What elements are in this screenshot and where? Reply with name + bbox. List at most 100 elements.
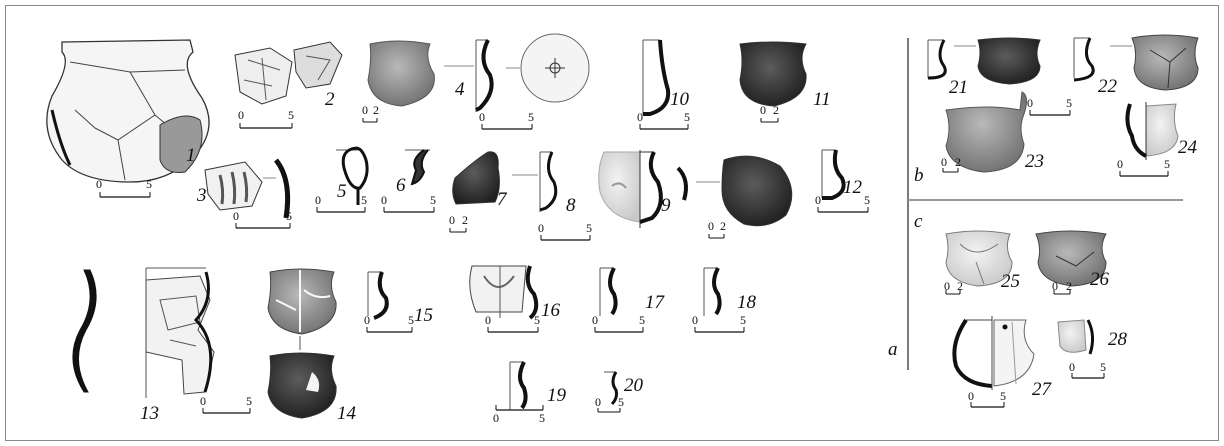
item-label-21: 21 (949, 77, 968, 98)
item-label-19: 19 (547, 385, 566, 406)
vessel-26-photo (1035, 230, 1107, 287)
scale-tick-two: 2 (955, 155, 961, 169)
item-label-12: 12 (843, 177, 862, 198)
vessel-20-profile (604, 371, 618, 406)
scale-tick-zero: 0 (449, 213, 455, 227)
scale-tick-five: 5 (361, 193, 367, 207)
vessel-9 (598, 150, 793, 228)
vessel-8-profile (512, 151, 558, 212)
scale-tick-two: 2 (773, 103, 779, 117)
vessel-2-fragments (234, 41, 343, 105)
item-label-3: 3 (197, 185, 207, 206)
scale-tick-zero: 0 (968, 389, 974, 403)
scale-tick-five: 5 (618, 395, 624, 409)
vessel-27 (952, 316, 1035, 390)
item-label-22: 22 (1098, 76, 1117, 97)
section-label-b: b (914, 165, 924, 186)
scale-tick-two: 2 (1066, 279, 1072, 293)
item-label-26: 26 (1090, 269, 1109, 290)
vessel-18-profile (703, 267, 722, 316)
scale-tick-zero: 0 (233, 209, 239, 223)
vessel-28 (1057, 319, 1095, 355)
item-label-15: 15 (414, 305, 433, 326)
vessel-6 (405, 149, 430, 186)
scale-tick-zero: 0 (238, 108, 244, 122)
scale-tick-zero: 0 (708, 219, 714, 233)
scale-tick-zero: 0 (479, 110, 485, 124)
scale-tick-two: 2 (720, 219, 726, 233)
vessel-23-photo (945, 91, 1028, 173)
item-label-14: 14 (337, 403, 356, 424)
vessel-22 (1073, 34, 1199, 91)
scale-tick-zero: 0 (493, 411, 499, 425)
scale-tick-zero: 0 (760, 103, 766, 117)
scale-tick-two: 2 (957, 279, 963, 293)
scale-tick-five: 5 (539, 411, 545, 425)
item-label-27: 27 (1032, 379, 1051, 400)
scale-tick-five: 5 (1164, 157, 1170, 171)
scale-tick-two: 2 (373, 103, 379, 117)
scale-tick-five: 5 (246, 394, 252, 408)
vessel-19-profile (509, 361, 528, 410)
scale-tick-zero: 0 (200, 394, 206, 408)
vessel-1-drawing (46, 39, 210, 183)
item-label-25: 25 (1001, 271, 1020, 292)
scale-tick-zero: 0 (381, 193, 387, 207)
scale-tick-five: 5 (1000, 389, 1006, 403)
vessel-16 (469, 265, 539, 320)
scale-tick-five: 5 (1100, 360, 1106, 374)
scale-tick-two: 2 (462, 213, 468, 227)
scale-tick-zero: 0 (364, 313, 370, 327)
scale-tick-zero: 0 (595, 395, 601, 409)
scale-tick-zero: 0 (362, 103, 368, 117)
scale-tick-zero: 0 (815, 193, 821, 207)
scale-tick-zero: 0 (944, 279, 950, 293)
vessel-14 (267, 268, 337, 419)
scale-tick-five: 5 (586, 221, 592, 235)
vessel-15-profile (367, 271, 389, 320)
scale-tick-zero: 0 (1117, 157, 1123, 171)
scale-tick-zero: 0 (485, 313, 491, 327)
item-label-17: 17 (645, 292, 664, 313)
scale-tick-five: 5 (534, 313, 540, 327)
vessel-25-photo (945, 230, 1013, 287)
item-label-11: 11 (813, 89, 831, 110)
vessel-11-photo (739, 41, 807, 107)
scale-tick-zero: 0 (1069, 360, 1075, 374)
item-label-18: 18 (737, 292, 756, 313)
item-label-7: 7 (497, 189, 507, 210)
section-label-a: a (888, 339, 898, 360)
vessel-3 (204, 158, 291, 219)
item-label-24: 24 (1178, 137, 1197, 158)
scale-tick-five: 5 (740, 313, 746, 327)
scale-tick-five: 5 (684, 110, 690, 124)
scale-tick-zero: 0 (538, 221, 544, 235)
item-label-20: 20 (624, 375, 643, 396)
scale-tick-zero: 0 (692, 313, 698, 327)
scale-tick-zero: 0 (96, 177, 102, 191)
item-label-4: 4 (455, 79, 465, 100)
scale-tick-zero: 0 (637, 110, 643, 124)
item-label-10: 10 (670, 89, 689, 110)
scale-tick-five: 5 (288, 108, 294, 122)
scale-tick-zero: 0 (1027, 96, 1033, 110)
scale-tick-five: 5 (408, 313, 414, 327)
item-label-28: 28 (1108, 329, 1127, 350)
scale-tick-five: 5 (146, 177, 152, 191)
scale-tick-five: 5 (639, 313, 645, 327)
plate-frame (5, 5, 1219, 441)
item-label-6: 6 (396, 175, 406, 196)
item-label-16: 16 (541, 300, 560, 321)
vessel-7-photo (452, 151, 500, 205)
item-label-1: 1 (186, 145, 196, 166)
vessel-21 (927, 37, 1041, 85)
scale-tick-five: 5 (286, 209, 292, 223)
vessel-4 (367, 33, 590, 112)
scale-tick-zero: 0 (1052, 279, 1058, 293)
item-label-9: 9 (661, 195, 671, 216)
scale-tick-five: 5 (528, 110, 534, 124)
scale-tick-zero: 0 (592, 313, 598, 327)
vessel-24 (1125, 102, 1179, 160)
